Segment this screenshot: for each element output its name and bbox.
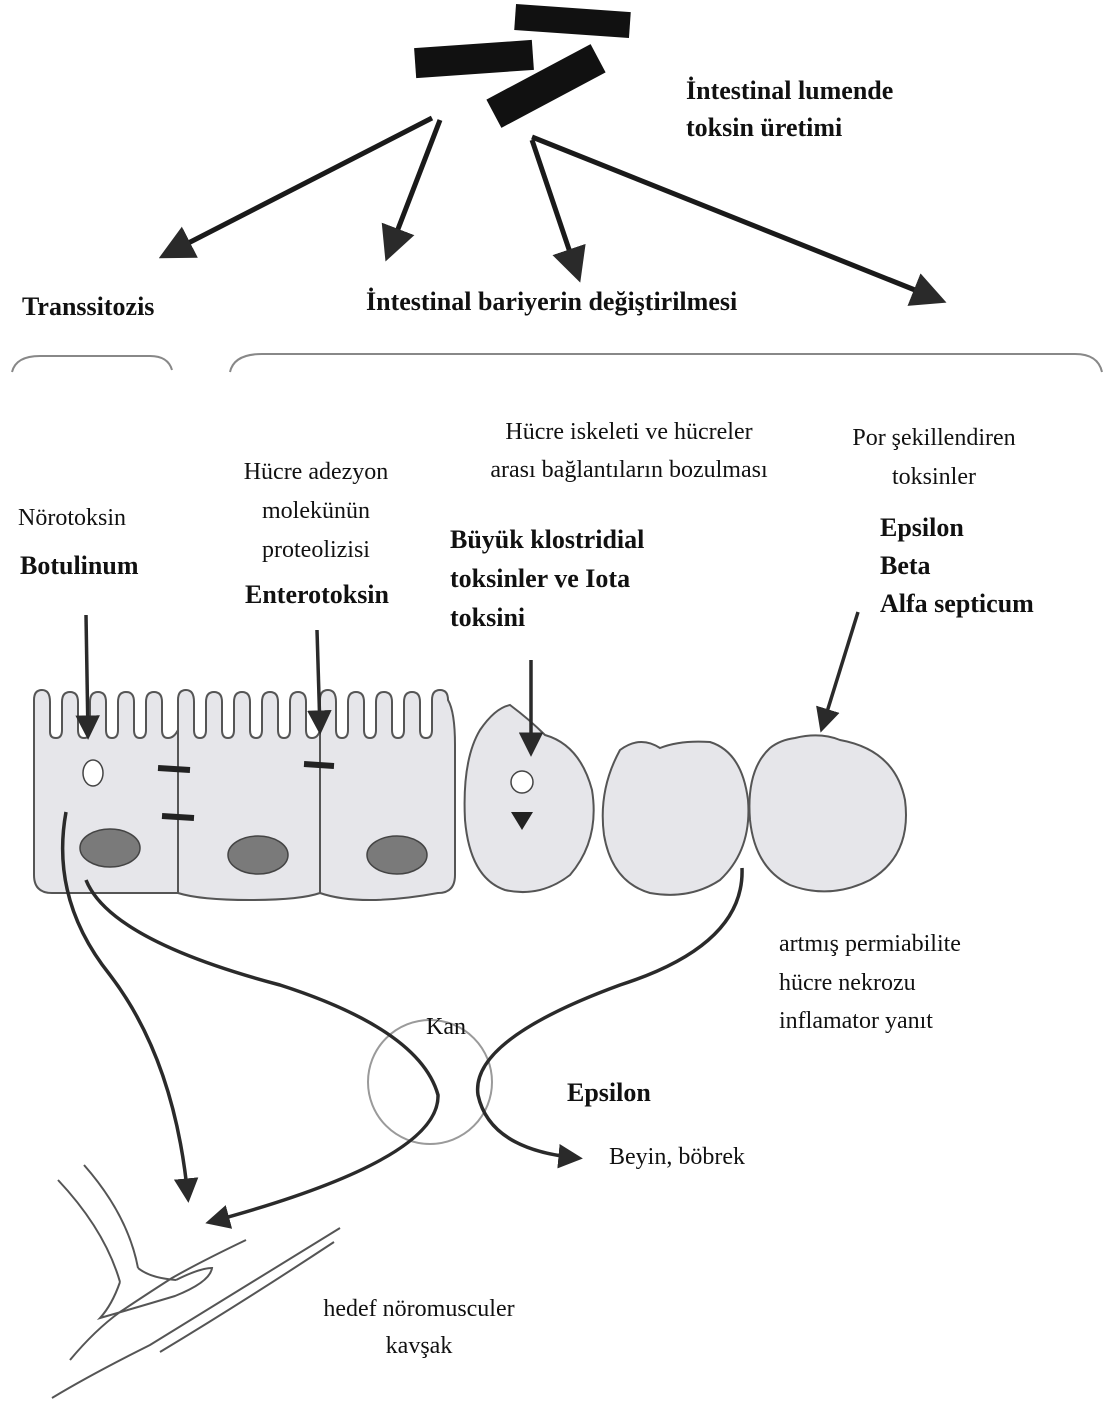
arrow-enterotoxin xyxy=(317,630,320,730)
adhesion-line3: proteolizisi xyxy=(206,538,426,562)
clostridial-line1: Büyük klostridial xyxy=(450,527,644,553)
nucleus xyxy=(80,829,140,867)
arrow-barrier-1 xyxy=(388,120,440,255)
brain-kidney-label: Beyin, böbrek xyxy=(609,1145,745,1169)
effect-inflammation: inflamator yanıt xyxy=(779,1009,933,1033)
pore-line1: Por şekillendiren xyxy=(824,426,1044,450)
lumen-title-line2: toksin üretimi xyxy=(686,115,842,141)
damaged-cell xyxy=(465,705,594,892)
blood-label: Kan xyxy=(426,1015,466,1039)
arrow-transcytosis xyxy=(165,118,432,255)
pore-line2: toksinler xyxy=(824,465,1044,489)
bacterium xyxy=(514,4,631,38)
pathway-blood-left xyxy=(86,880,438,1222)
effect-permeability: artmış permiabilite xyxy=(779,932,961,956)
nmj-line2: kavşak xyxy=(284,1334,554,1358)
toxin-arrows xyxy=(86,612,858,752)
barrier-label: İntestinal bariyerin değiştirilmesi xyxy=(366,289,737,315)
arrow-botulinum xyxy=(86,615,88,735)
pathway-blood-right xyxy=(478,868,742,1158)
swollen-cell xyxy=(749,735,906,891)
epithelium xyxy=(34,690,906,900)
cytoskeleton-line1: Hücre iskeleti ve hücreler xyxy=(444,420,814,444)
effect-necrosis: hücre nekrozu xyxy=(779,971,916,995)
nerve-terminal xyxy=(100,1268,212,1318)
cytoskeleton-line2: arası bağlantıların bozulması xyxy=(444,458,814,482)
arrow-pore-toxins xyxy=(822,612,858,728)
transcytosis-label: Transsitozis xyxy=(22,294,154,320)
arrow-barrier-2 xyxy=(532,140,578,276)
vesicle xyxy=(83,760,103,786)
neurotoxin-label: Nörotoksin xyxy=(18,506,126,530)
adhesion-line2: molekünün xyxy=(206,499,426,523)
bracket-transcytosis xyxy=(12,356,172,372)
arrow-barrier-3 xyxy=(532,137,940,300)
blood-epsilon-label: Epsilon xyxy=(567,1080,651,1106)
botulinum-label: Botulinum xyxy=(20,553,139,579)
top-arrows xyxy=(165,118,940,300)
rounded-cell xyxy=(603,742,749,895)
neuromuscular-junction xyxy=(52,1165,340,1398)
nerve-fiber xyxy=(58,1180,120,1282)
nucleus xyxy=(367,836,427,874)
pore-toxin-epsilon: Epsilon xyxy=(880,515,964,541)
nerve-fiber xyxy=(84,1165,138,1268)
bracket-barrier xyxy=(230,354,1102,372)
vesicle xyxy=(511,771,533,793)
nmj-line1: hedef nöromusculer xyxy=(284,1297,554,1321)
pore-toxin-beta: Beta xyxy=(880,553,931,579)
lumen-title-line1: İntestinal lumende xyxy=(686,78,893,104)
bacterium xyxy=(414,40,534,78)
enterotoxin-label: Enterotoksin xyxy=(245,582,389,608)
clostridial-line2: toksinler ve Iota xyxy=(450,566,630,592)
pore-toxin-alfa-septicum: Alfa septicum xyxy=(880,591,1034,617)
adhesion-line1: Hücre adezyon xyxy=(206,460,426,484)
clostridial-line3: toksini xyxy=(450,605,525,631)
brackets xyxy=(12,354,1102,372)
bacteria-group xyxy=(414,4,631,128)
muscle-fiber xyxy=(70,1240,246,1360)
nucleus xyxy=(228,836,288,874)
